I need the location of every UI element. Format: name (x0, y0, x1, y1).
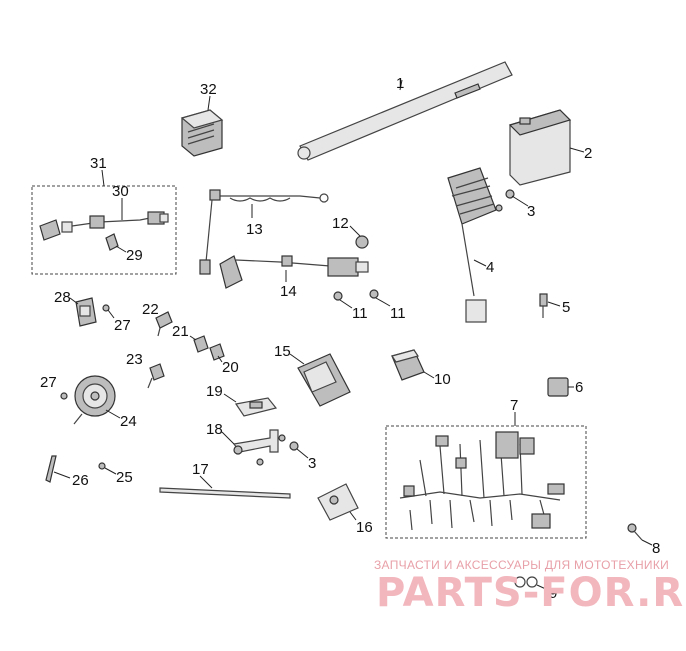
callout-11a: 11 (352, 305, 368, 322)
part-19-plate (234, 397, 278, 417)
part-7-wiring-harness (399, 431, 565, 531)
callout-10: 10 (434, 371, 451, 388)
callout-13: 13 (246, 221, 263, 238)
part-2-battery (508, 109, 572, 186)
part-8-bolt (627, 523, 643, 541)
callout-6: 6 (575, 379, 583, 396)
callout-29: 29 (126, 247, 143, 264)
part-20-21-switches (193, 335, 225, 361)
part-3-screw-b (289, 441, 299, 451)
callout-5: 5 (562, 299, 570, 316)
part-16-sensor (317, 483, 359, 521)
part-7-group-box (385, 425, 587, 539)
part-12-grommet (355, 235, 369, 249)
watermark-subtitle: ЗАПЧАСТИ И АКСЕССУАРЫ ДЛЯ МОТОТЕХНИКИ (374, 558, 670, 572)
callout-19: 19 (206, 383, 223, 400)
callout-31: 31 (90, 155, 107, 172)
callout-1: 1 (396, 75, 404, 92)
part-1-bar (297, 61, 513, 161)
callout-18: 18 (206, 421, 223, 438)
callout-15: 15 (274, 343, 291, 360)
part-13-cable (199, 189, 329, 275)
callout-16: 16 (356, 519, 373, 536)
watermark-logo: PARTS-FOR.RU (376, 570, 686, 616)
part-15-cdi (297, 353, 351, 407)
callout-22: 22 (142, 301, 159, 318)
callout-25: 25 (116, 469, 133, 486)
callout-30: 30 (112, 183, 129, 200)
callout-17: 17 (192, 461, 209, 478)
part-5-fuse (539, 293, 548, 318)
callout-20: 20 (222, 359, 239, 376)
part-3-bolt (495, 189, 515, 212)
part-4-regulator (447, 167, 497, 323)
callout-9: 9 (549, 585, 557, 602)
part-9-clip (514, 576, 538, 588)
part-18-bracket (232, 429, 286, 466)
callout-21: 21 (172, 323, 189, 340)
callout-12: 12 (332, 215, 349, 232)
part-30-cable-assembly (39, 211, 169, 241)
callout-3b: 3 (308, 455, 316, 472)
part-10-relay (391, 349, 425, 381)
part-6-relay (547, 377, 569, 397)
callout-23: 23 (126, 351, 143, 368)
part-28-bracket (75, 297, 97, 327)
callout-28: 28 (54, 289, 71, 306)
part-25-screw (98, 462, 106, 470)
callout-4: 4 (486, 259, 494, 276)
part-29-connector (105, 233, 119, 251)
callout-24: 24 (120, 413, 137, 430)
callout-26: 26 (72, 472, 89, 489)
callout-27a: 27 (114, 317, 131, 334)
part-22-switch (155, 311, 173, 337)
callout-7: 7 (510, 397, 518, 414)
callout-14: 14 (280, 283, 297, 300)
callout-27b: 27 (40, 374, 57, 391)
part-11-nuts (333, 289, 379, 301)
part-26-strap (45, 455, 57, 483)
part-14-ignition-coil (219, 255, 369, 289)
callout-11b: 11 (390, 305, 406, 322)
part-23-switch (147, 363, 165, 389)
part-24-horn (73, 375, 116, 425)
callout-32: 32 (200, 81, 217, 98)
callout-3: 3 (527, 203, 535, 220)
part-32-control-box (180, 109, 224, 157)
part-27-screws (60, 304, 110, 400)
part-17-rod (159, 487, 291, 499)
callout-8: 8 (652, 540, 660, 557)
callout-2: 2 (584, 145, 592, 162)
